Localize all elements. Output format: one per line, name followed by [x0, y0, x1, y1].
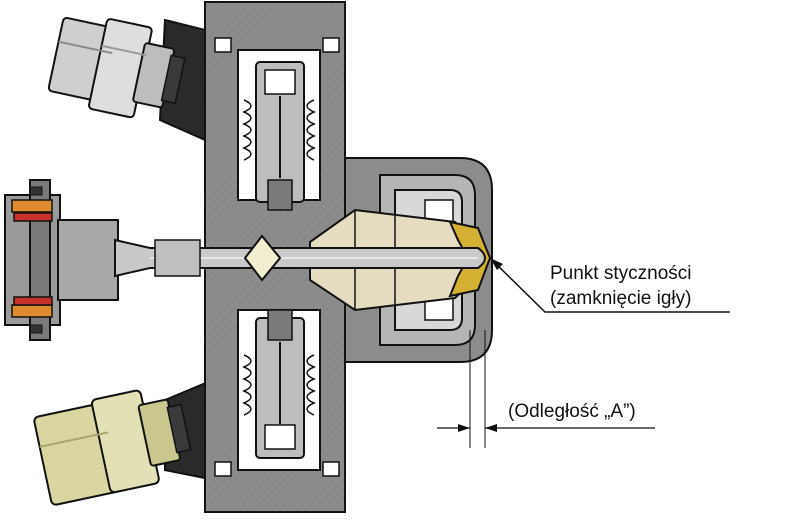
spring-icon [242, 354, 316, 416]
distance-label: (Odległość „A”) [508, 401, 636, 422]
spring-icon [242, 99, 316, 161]
left-connector [4, 179, 119, 341]
contact-point-callout: Punkt styczności (zamknięcie igły) [489, 257, 730, 313]
upper-hex-fitting [47, 16, 227, 142]
distance-dimension: (Odległość „A”) [437, 330, 655, 448]
contact-point-sublabel: (zamknięcie igły) [550, 288, 691, 309]
lower-spool-assembly [242, 309, 316, 459]
contact-point-label: Punkt styczności [550, 263, 692, 284]
lower-hex-fitting [33, 373, 227, 506]
needle-icon [114, 234, 486, 282]
upper-spool-assembly [242, 61, 316, 211]
